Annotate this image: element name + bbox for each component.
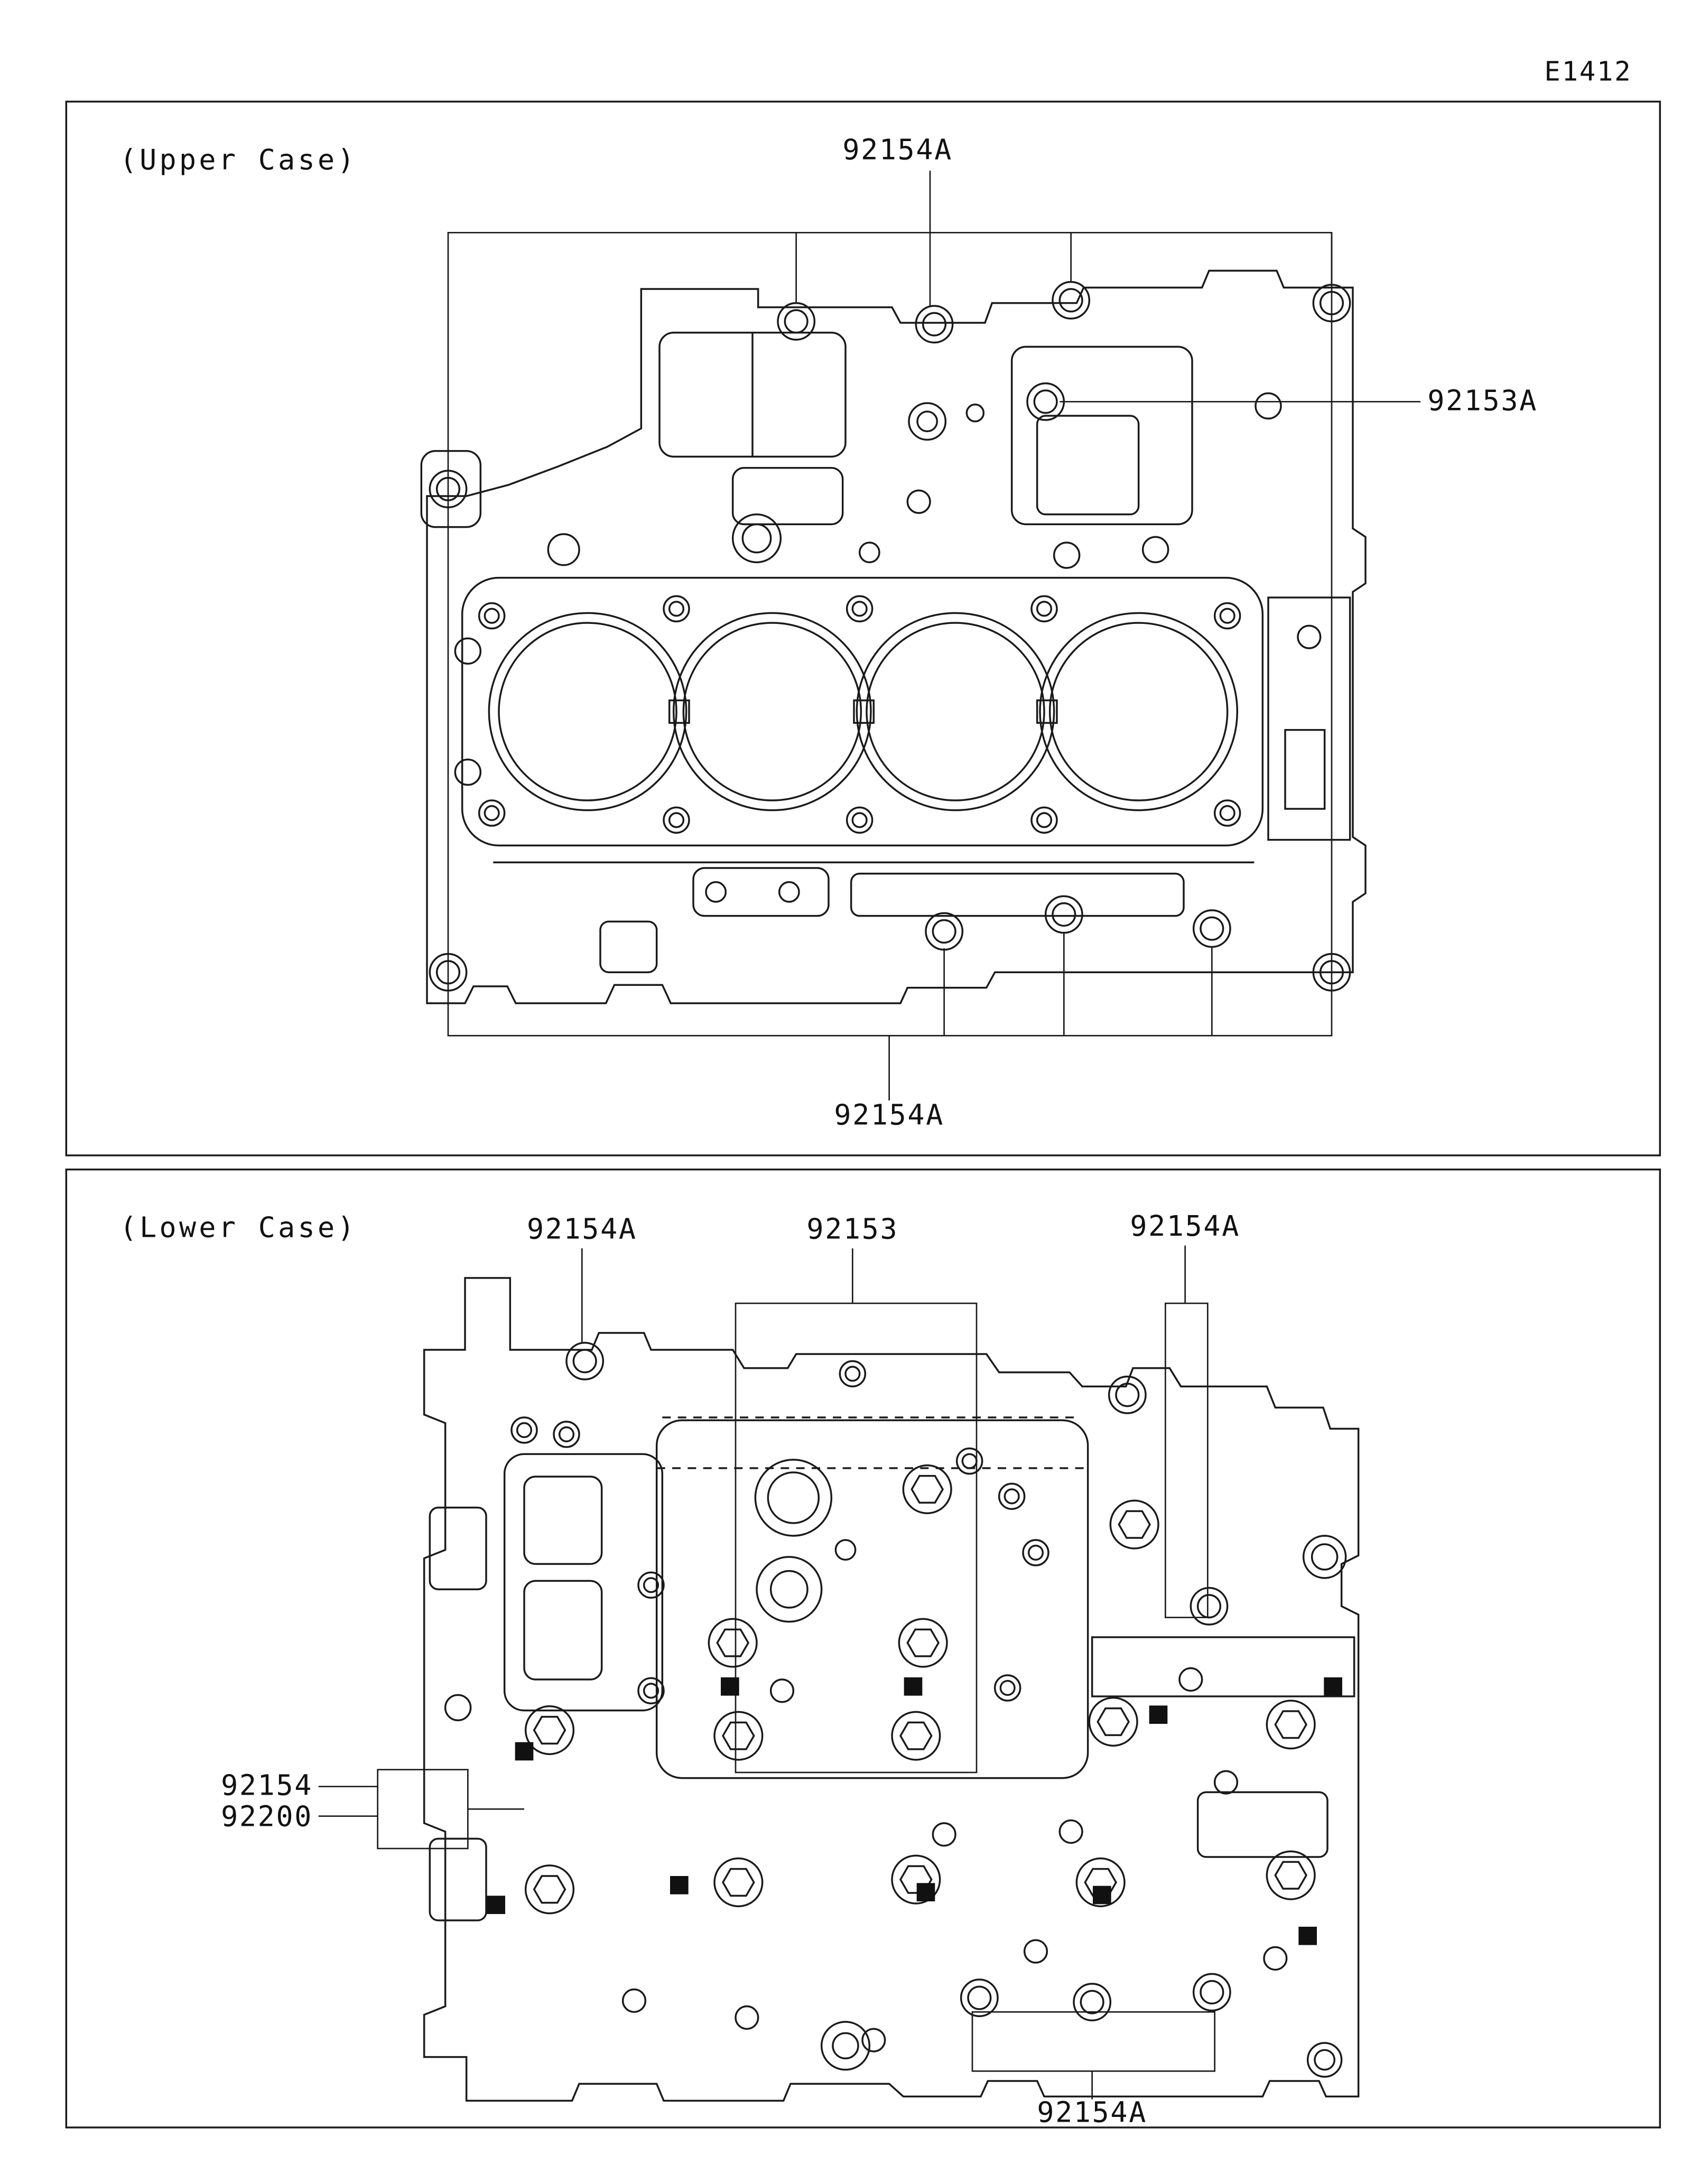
hex-bolt [898,1618,948,1668]
page-code: E1412 [1544,55,1632,87]
part-label-92153A: 92153A [1427,384,1538,417]
upper-case-panel: (Upper Case) 92154A 92153A 92154A [65,100,1661,1156]
hex-bolt [713,1857,764,1908]
upper-case-drawing [420,269,1367,1004]
upper-panel-border [65,100,1661,1156]
bolt-92154A [925,912,964,951]
upper-leader-lines [447,170,1420,1100]
lower-case-panel: (Lower Case) 92154A 92153 92154A 92154 9… [65,1168,1661,2129]
part-label-92154A-top-right: 92154A [1130,1209,1240,1243]
bolt-92154A [1192,909,1231,948]
bolt-92154A [1190,1586,1229,1626]
hex-bolt [713,1711,764,1761]
bolt-92154A [1192,1973,1231,2012]
lower-leader-lines [318,1245,1215,2099]
hex-bolt [902,1464,952,1515]
hex-bolt [1088,1696,1138,1747]
part-label-92154A-top: 92154A [842,133,953,166]
part-label-92154A-top-left: 92154A [527,1212,637,1245]
bolt-92154A [1044,895,1083,934]
part-label-92200: 92200 [221,1799,313,1833]
hex-bolt [524,1864,575,1915]
part-label-92154A-bottom: 92154A [834,1098,944,1131]
part-label-92154A-bottom: 92154A [1037,2095,1147,2129]
bolt-92154A [1073,1983,1112,2022]
part-label-92153: 92153 [806,1212,898,1245]
head-bolt-hole [478,602,506,630]
hex-bolt [1266,1700,1316,1750]
bolt-92154A [565,1341,605,1380]
hex-bolt [708,1618,758,1668]
bolt-92154A [1052,281,1091,320]
lower-case-drawing [423,1277,1360,2102]
part-label-92154: 92154 [221,1769,313,1802]
bolt-92153A [1026,382,1065,421]
hex-bolt [1266,1850,1316,1900]
bolt-92154A [960,1978,999,2018]
bolt-92154A [915,305,954,344]
bolt-92154A [777,302,816,341]
lower-panel-border [65,1168,1661,2129]
hex-bolt [891,1711,941,1761]
upper-panel-title: (Upper Case) [120,143,357,176]
lower-panel-title: (Lower Case) [120,1211,357,1244]
bolt-position-markers [487,1677,1342,1945]
hex-bolt [1109,1499,1159,1550]
